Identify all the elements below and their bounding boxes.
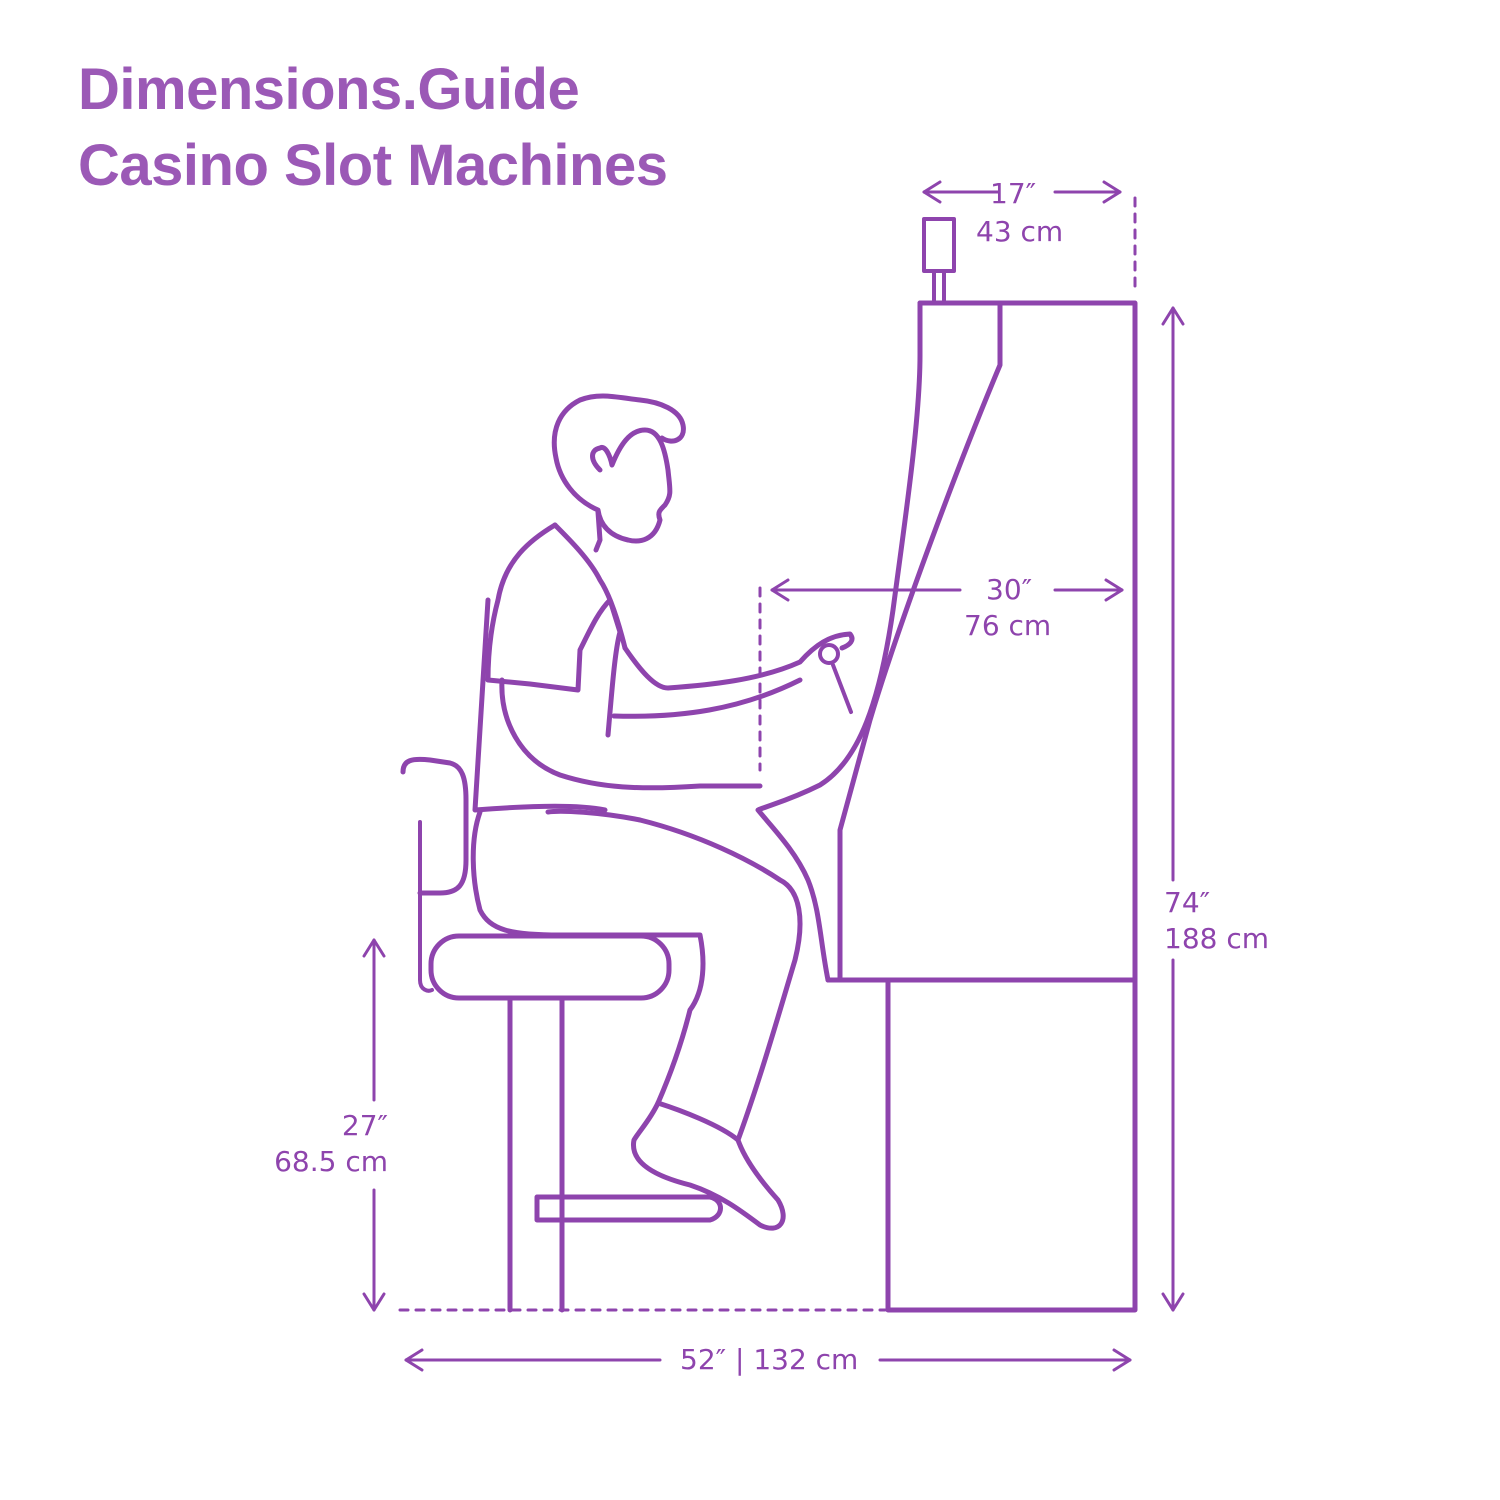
subject-title: Casino Slot Machines bbox=[78, 133, 668, 198]
stool-backrest bbox=[400, 756, 469, 896]
top-width-label: 17″ bbox=[970, 176, 1080, 212]
person-shirt bbox=[485, 522, 623, 738]
seat-height-imperial: 27″ bbox=[341, 1109, 388, 1142]
candle-light bbox=[922, 217, 956, 273]
cabinet-outline bbox=[885, 300, 1138, 1313]
stool bbox=[400, 756, 723, 1313]
overall-depth-label: 52″ | 132 cm bbox=[680, 1342, 858, 1378]
stool-seat bbox=[428, 933, 672, 1001]
dimension-lines bbox=[362, 180, 1185, 1372]
lever bbox=[831, 663, 853, 714]
seated-person bbox=[470, 393, 855, 1231]
seat-height-label: 27″ 68.5 cm bbox=[240, 1108, 388, 1180]
reach-metric: 76 cm bbox=[964, 609, 1052, 642]
slot-machine bbox=[755, 217, 1138, 1313]
top-width-imperial: 17″ bbox=[990, 177, 1037, 210]
screen-panel bbox=[837, 300, 1003, 983]
cabinet-front bbox=[755, 300, 923, 983]
person-leg bbox=[470, 808, 803, 1231]
page-title: Dimensions.Guide Casino Slot Machines bbox=[78, 52, 668, 204]
brand-title: Dimensions.Guide bbox=[78, 57, 580, 122]
person-arm bbox=[499, 677, 763, 791]
overall-depth-text: 52″ | 132 cm bbox=[680, 1343, 859, 1376]
top-width-metric: 43 cm bbox=[976, 215, 1064, 248]
stool-footrest bbox=[534, 1194, 723, 1223]
reach-label: 30″ 76 cm bbox=[964, 572, 1064, 644]
lever-knob bbox=[818, 643, 840, 665]
seat-height-metric: 68.5 cm bbox=[274, 1145, 388, 1178]
machine-height-imperial: 74″ bbox=[1164, 886, 1211, 919]
person-head bbox=[551, 393, 686, 544]
top-width-metric-label: 43 cm bbox=[976, 214, 1063, 250]
reach-imperial: 30″ bbox=[986, 573, 1033, 606]
machine-height-metric: 188 cm bbox=[1164, 922, 1270, 955]
machine-height-label: 74″ 188 cm bbox=[1164, 885, 1269, 957]
